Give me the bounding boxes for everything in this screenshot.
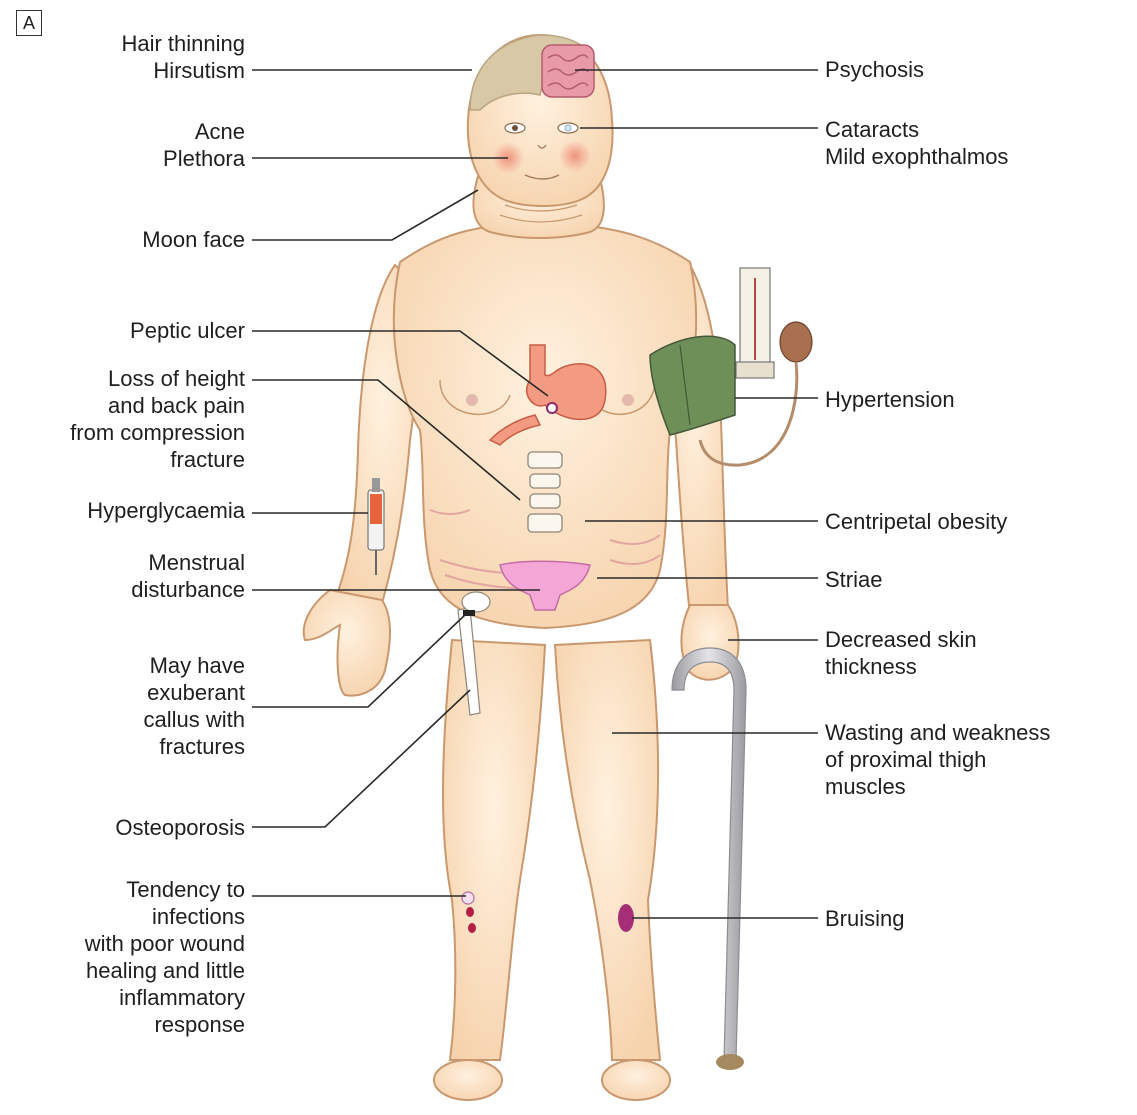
walking-cane-icon [672,648,746,1070]
label-acne-plethora: Acne Plethora [163,118,245,172]
brain-icon [542,45,594,97]
label-moon-face: Moon face [142,226,245,253]
label-hair: Hair thinning Hirsutism [121,30,245,84]
label-bruising: Bruising [825,905,904,932]
label-peptic-ulcer: Peptic ulcer [130,317,245,344]
label-infections: Tendency to infections with poor wound h… [85,876,245,1038]
label-psychosis: Psychosis [825,56,924,83]
label-hyperglycaemia: Hyperglycaemia [87,497,245,524]
label-osteoporosis: Osteoporosis [115,814,245,841]
label-centripetal-obesity: Centripetal obesity [825,508,1007,535]
label-hypertension: Hypertension [825,386,955,413]
label-skin-thickness: Decreased skin thickness [825,626,977,680]
label-loss-of-height: Loss of height and back pain from compre… [70,365,245,473]
label-cataracts: Cataracts Mild exophthalmos [825,116,1008,170]
label-striae: Striae [825,566,882,593]
label-callus: May have exuberant callus with fractures [144,652,245,760]
label-menstrual: Menstrual disturbance [131,549,245,603]
label-wasting: Wasting and weakness of proximal thigh m… [825,719,1050,800]
